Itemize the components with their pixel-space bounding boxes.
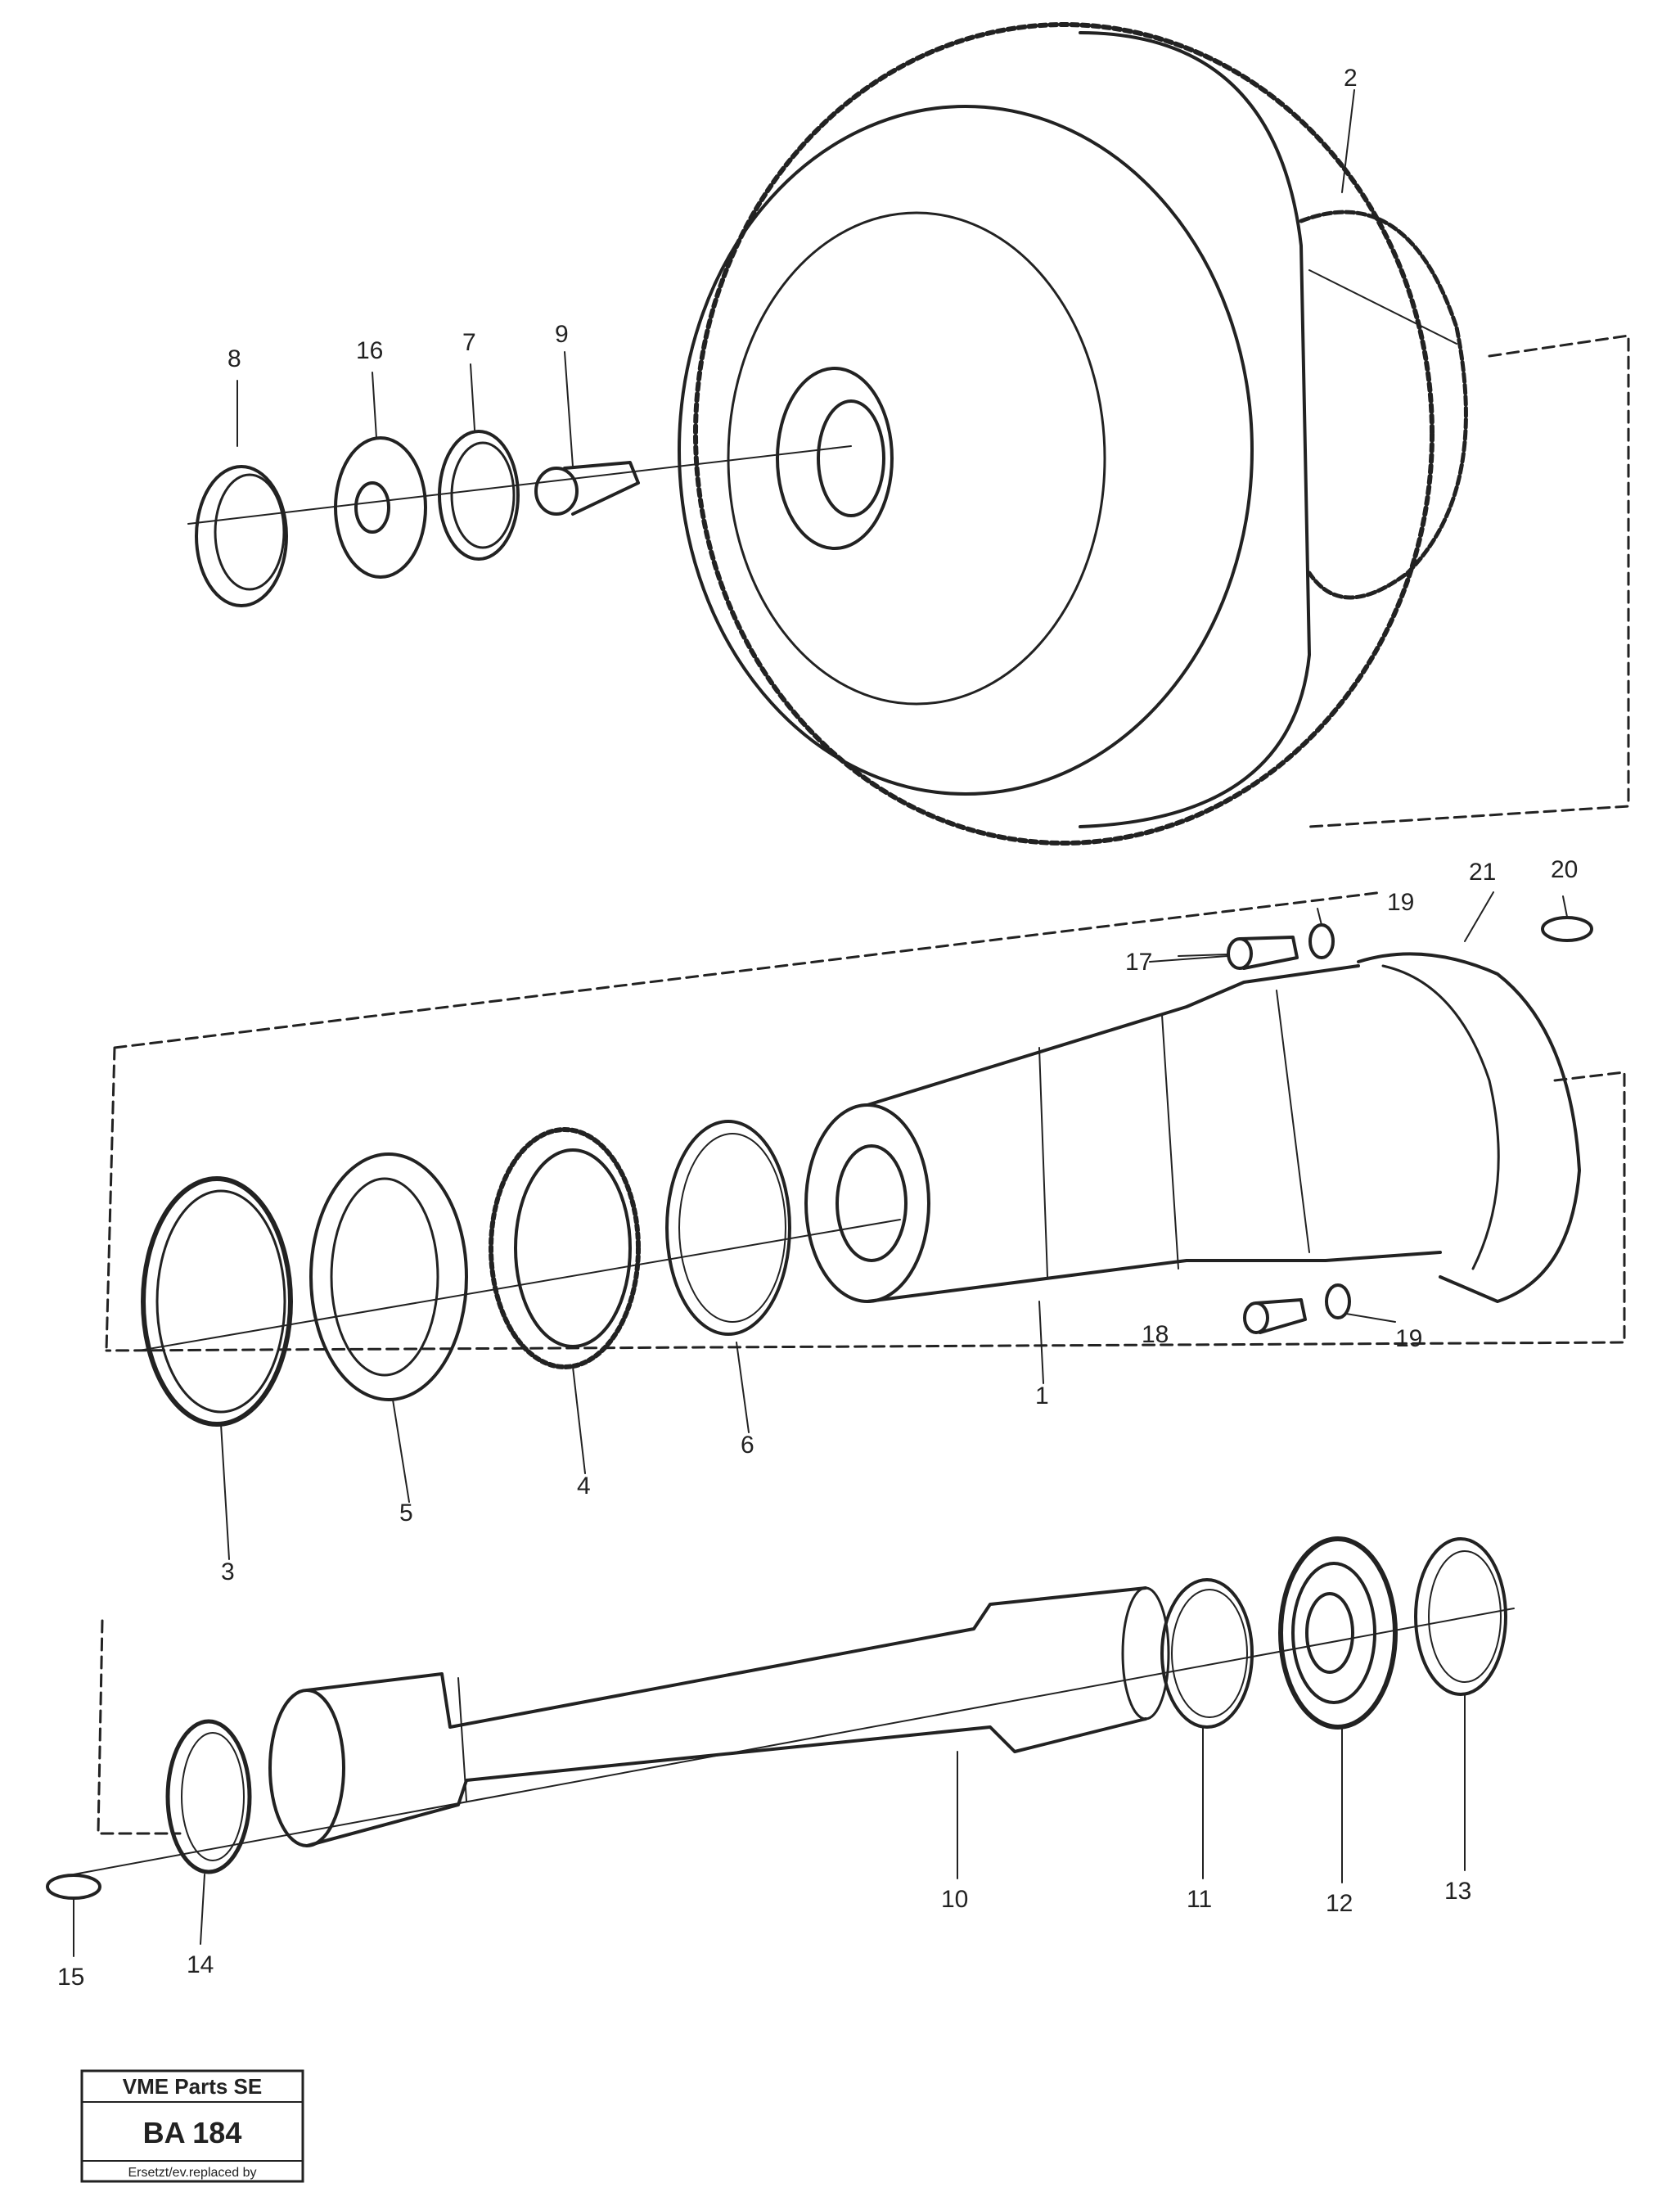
callout-labels: 2 8 16 7 9 21 20 19 17 18 19 1 6 4 5 3 1… (57, 65, 1578, 1991)
callout-5: 5 (399, 1500, 413, 1527)
ring-part-11 (1160, 1578, 1254, 1729)
callout-9: 9 (555, 321, 569, 348)
pin-part-20 (1541, 916, 1593, 942)
ring-part-6 (665, 1120, 791, 1336)
callout-16: 16 (356, 337, 383, 364)
stamp-footer: Ersetzt/ev.replaced by (128, 2166, 256, 2180)
callout-19-upper: 19 (1387, 889, 1414, 916)
callout-15: 15 (57, 1964, 84, 1991)
washer-part-16 (334, 436, 427, 579)
ball-bearing-part-12 (1278, 1536, 1398, 1730)
pin-part-9 (534, 461, 640, 516)
dashed-frame-lower (97, 1619, 182, 1835)
axis-line-upper (187, 445, 852, 525)
callout-2: 2 (1344, 65, 1358, 92)
callout-1: 1 (1035, 1382, 1049, 1409)
seal-ring-part-3 (141, 1176, 293, 1427)
reference-stamp: VME Parts SE BA 184 Ersetzt/ev.replaced … (80, 2069, 304, 2183)
washer-part-19-lower (1325, 1283, 1351, 1319)
screw-part-17 (1178, 936, 1299, 970)
callout-18: 18 (1142, 1321, 1169, 1348)
callout-3: 3 (221, 1558, 235, 1585)
callout-4: 4 (577, 1473, 591, 1500)
needle-bearing-part-4 (489, 1127, 641, 1369)
ring-part-7 (438, 430, 520, 561)
callout-6: 6 (741, 1432, 754, 1459)
callout-10: 10 (941, 1886, 968, 1913)
stamp-header: VME Parts SE (123, 2074, 263, 2099)
callout-21: 21 (1469, 859, 1496, 886)
callout-17: 17 (1125, 949, 1152, 976)
washer-part-19-upper (1308, 923, 1335, 959)
stamp-code: BA 184 (143, 2116, 242, 2149)
circlip-part-13 (1414, 1537, 1507, 1696)
dashed-frame-middle (105, 891, 1626, 1352)
bearing-race-part-5 (309, 1152, 468, 1401)
housing-part-1 (804, 952, 1581, 1303)
axis-line-lower (73, 1608, 1515, 1875)
leader-lines (73, 89, 1568, 1957)
dashed-connector-upper (1308, 334, 1630, 828)
callout-11: 11 (1187, 1886, 1212, 1913)
callout-14: 14 (187, 1951, 214, 1978)
callout-13: 13 (1444, 1878, 1471, 1905)
callout-8: 8 (227, 345, 241, 372)
shaft-part-10 (268, 1586, 1170, 1847)
callout-19-lower: 19 (1395, 1325, 1422, 1352)
screw-part-18 (1243, 1298, 1307, 1334)
gear-drum-part-2 (678, 22, 1468, 846)
callout-20: 20 (1551, 856, 1578, 883)
pin-part-15 (46, 1874, 101, 1900)
callout-12: 12 (1326, 1890, 1353, 1917)
callout-7: 7 (462, 329, 476, 356)
circlip-part-8 (195, 465, 288, 607)
ring-part-14 (165, 1719, 252, 1874)
